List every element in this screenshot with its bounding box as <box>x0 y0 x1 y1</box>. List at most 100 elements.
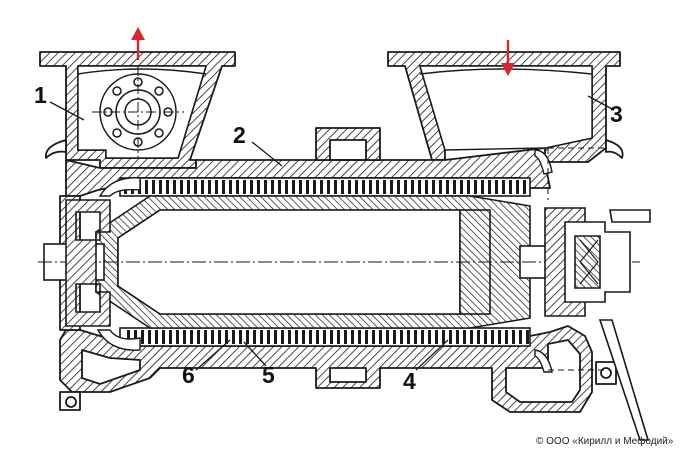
callout-4-label: 4 <box>403 368 416 394</box>
rotor-blades <box>124 180 529 344</box>
blade-upper <box>334 180 337 194</box>
blade-lower <box>526 330 529 344</box>
blade-lower <box>127 330 130 344</box>
blade-upper <box>523 180 526 194</box>
blade-upper <box>411 180 414 194</box>
blade-lower <box>477 330 480 344</box>
callout-6-label: 6 <box>182 362 195 388</box>
blade-lower <box>232 330 235 344</box>
blade-lower <box>176 330 179 344</box>
lower-casing <box>59 325 593 413</box>
blade-lower <box>330 330 333 344</box>
blade-lower <box>134 330 137 344</box>
blade-upper <box>299 180 302 194</box>
blade-upper <box>306 180 309 194</box>
shaft <box>38 199 651 441</box>
blade-lower <box>428 330 431 344</box>
blade-upper <box>439 180 442 194</box>
blade-lower <box>288 330 291 344</box>
blade-lower <box>519 330 522 344</box>
suction-void <box>419 65 593 151</box>
blade-lower <box>225 330 228 344</box>
reference-lines <box>547 147 606 371</box>
blade-upper <box>327 180 330 194</box>
up-arrow-icon <box>131 27 145 60</box>
right-frame <box>598 209 651 441</box>
blade-lower <box>204 330 207 344</box>
blade-lower <box>323 330 326 344</box>
blade-lower <box>491 330 494 344</box>
blade-lower <box>435 330 438 344</box>
down-arrow-icon <box>501 40 515 76</box>
blade-upper <box>460 180 463 194</box>
blade-lower <box>155 330 158 344</box>
blade-lower <box>351 330 354 344</box>
callout-2-label: 2 <box>233 122 246 148</box>
blade-upper <box>264 180 267 194</box>
blade-upper <box>278 180 281 194</box>
blade-lower <box>316 330 319 344</box>
blade-upper <box>509 180 512 194</box>
blade-upper <box>488 180 491 194</box>
blade-upper <box>425 180 428 194</box>
left-bearing-housing <box>65 199 111 327</box>
blade-lower <box>470 330 473 344</box>
blade-upper <box>362 180 365 194</box>
right-lug <box>605 139 624 159</box>
blade-lower <box>463 330 466 344</box>
blade-upper <box>194 180 197 194</box>
blade-lower <box>379 330 382 344</box>
blade-lower <box>407 330 410 344</box>
blade-lower <box>302 330 305 344</box>
blade-upper <box>208 180 211 194</box>
leader-lines <box>49 95 615 371</box>
blade-upper <box>257 180 260 194</box>
blade-lower <box>162 330 165 344</box>
callout-5-label: 5 <box>262 362 275 388</box>
blade-lower <box>190 330 193 344</box>
blade-upper <box>145 180 148 194</box>
blade-upper <box>215 180 218 194</box>
blade-lower <box>442 330 445 344</box>
blade-lower <box>239 330 242 344</box>
blade-lower <box>309 330 312 344</box>
blade-upper <box>376 180 379 194</box>
blade-lower <box>344 330 347 344</box>
blade-upper <box>271 180 274 194</box>
blade-upper <box>495 180 498 194</box>
blade-upper <box>390 180 393 194</box>
blade-lower <box>295 330 298 344</box>
blade-upper <box>229 180 232 194</box>
blade-upper <box>313 180 316 194</box>
blade-lower <box>372 330 375 344</box>
blade-upper <box>320 180 323 194</box>
blade-upper <box>348 180 351 194</box>
callout-3-label: 3 <box>610 101 623 127</box>
blade-upper <box>404 180 407 194</box>
blade-upper <box>166 180 169 194</box>
blade-lower <box>197 330 200 344</box>
upper-casing <box>65 147 551 197</box>
blade-upper <box>222 180 225 194</box>
blade-upper <box>481 180 484 194</box>
blade-upper <box>432 180 435 194</box>
blade-upper <box>383 180 386 194</box>
blade-lower <box>211 330 214 344</box>
blade-lower <box>267 330 270 344</box>
blade-lower <box>246 330 249 344</box>
blade-upper <box>397 180 400 194</box>
blade-lower <box>260 330 263 344</box>
callout-1-label: 1 <box>34 82 47 108</box>
copyright-credit: © ООО «Кирилл и Мефодий» <box>536 436 674 447</box>
blade-upper <box>474 180 477 194</box>
blade-lower <box>169 330 172 344</box>
blade-lower <box>505 330 508 344</box>
blade-lower <box>365 330 368 344</box>
left-foot-bolt <box>65 396 77 408</box>
blade-lower <box>253 330 256 344</box>
blade-lower <box>218 330 221 344</box>
blade-lower <box>400 330 403 344</box>
blade-lower <box>484 330 487 344</box>
blade-lower <box>512 330 515 344</box>
